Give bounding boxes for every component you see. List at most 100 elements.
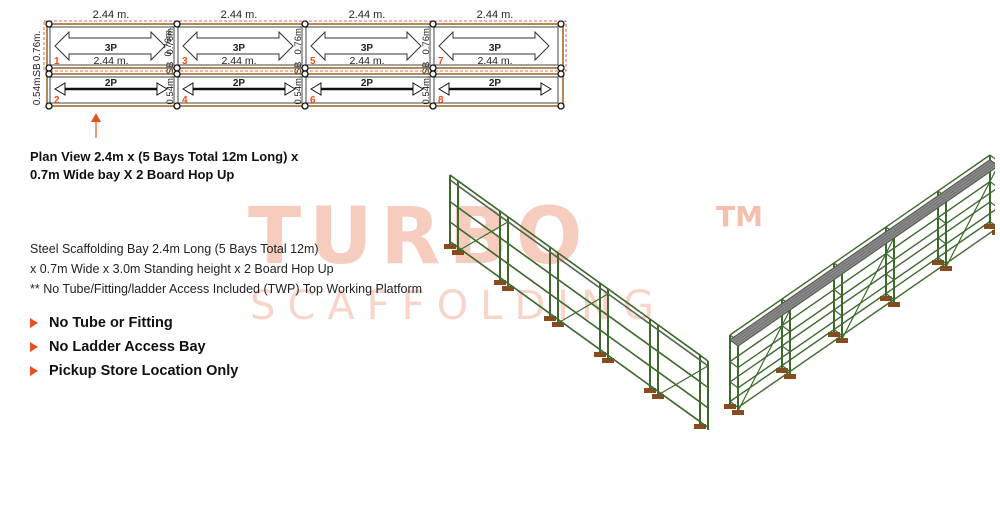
arrow-head-right-icon bbox=[540, 82, 552, 96]
bay-length-label: 2.44 m. bbox=[349, 55, 384, 67]
bay-plank-label: 3P bbox=[361, 43, 374, 54]
standard-node-icon bbox=[301, 20, 309, 28]
standard-node-icon bbox=[173, 70, 181, 78]
bay-cell-bottom bbox=[49, 76, 175, 104]
base-plate bbox=[984, 224, 995, 229]
base-plate bbox=[940, 266, 952, 271]
feature-label: No Ladder Access Bay bbox=[49, 339, 206, 355]
arrow-head-right-icon bbox=[156, 82, 168, 96]
transom-tube bbox=[699, 401, 709, 409]
standard-node-icon bbox=[557, 64, 565, 72]
transom-tube bbox=[649, 318, 659, 326]
bay-width-label: 2.44 m. bbox=[349, 9, 386, 21]
bay-cell-top bbox=[305, 26, 431, 66]
scaffold-3d-illustration bbox=[444, 154, 995, 430]
bay-cell-top bbox=[177, 26, 303, 66]
base-plate bbox=[732, 410, 744, 415]
plan-caption: Plan View 2.4m x (5 Bays Total 12m Long)… bbox=[30, 148, 330, 184]
divider-width-label: 0.54m. bbox=[293, 75, 304, 104]
ledger-tube bbox=[457, 227, 709, 409]
arrow-head-right-icon bbox=[412, 82, 424, 96]
transom-tube bbox=[833, 289, 843, 297]
standard-node-icon bbox=[429, 64, 437, 72]
standard-node-icon bbox=[173, 20, 181, 28]
standard-node-icon bbox=[557, 70, 565, 78]
transom-tube bbox=[599, 309, 609, 317]
ledger-tube bbox=[737, 188, 995, 369]
brace-tube bbox=[737, 309, 791, 412]
bay-length-label: 2.44 m. bbox=[221, 55, 256, 67]
standard-node-icon bbox=[301, 64, 309, 72]
feature-label: Pickup Store Location Only bbox=[49, 363, 239, 379]
transom-tube bbox=[499, 277, 509, 284]
transom-tube bbox=[449, 241, 459, 248]
transom-tube bbox=[885, 293, 895, 300]
transom-tube bbox=[699, 354, 709, 362]
base-plate bbox=[644, 388, 656, 393]
transom-tube bbox=[937, 257, 947, 264]
standard-node-icon bbox=[429, 70, 437, 78]
transom-tube bbox=[937, 237, 947, 245]
divider-sb-label: SB bbox=[293, 62, 304, 75]
ledger-tube bbox=[457, 207, 709, 389]
transom-tube bbox=[649, 385, 659, 392]
double-arrow-icon bbox=[54, 30, 166, 62]
feature-list: No Tube or Fitting No Ladder Access Bay … bbox=[30, 311, 238, 383]
bay-plank-label: 2P bbox=[489, 78, 502, 89]
base-plate bbox=[992, 230, 995, 235]
transom-tube bbox=[549, 313, 559, 320]
bay-number: 7 bbox=[438, 56, 444, 67]
base-plate bbox=[776, 368, 788, 373]
sb-label: SB bbox=[32, 63, 43, 77]
divider-width-label: 0.76m. bbox=[421, 25, 432, 54]
bay-number: 5 bbox=[310, 56, 316, 67]
arrow-head-right-icon bbox=[284, 82, 296, 96]
ledger-tube bbox=[729, 201, 991, 383]
bay-cell-bottom bbox=[433, 76, 559, 104]
base-plate bbox=[828, 332, 840, 337]
transom-tube bbox=[449, 201, 459, 209]
bay-cell-bottom bbox=[177, 76, 303, 104]
transom-tube bbox=[599, 329, 609, 337]
plan-view-diagram: 2.44 m.2.44 m.2.44 m.2.44 m.0.76m.SB0.54… bbox=[32, 9, 567, 138]
transom-tube bbox=[599, 282, 609, 290]
pointer-arrow-icon bbox=[91, 113, 101, 122]
feature-item: No Tube or Fitting bbox=[30, 311, 238, 335]
base-plate bbox=[544, 316, 556, 321]
base-plate bbox=[594, 352, 606, 357]
base-plate bbox=[724, 404, 736, 409]
bay-length-label: 2.44 m. bbox=[93, 55, 128, 67]
divider-sb-label: SB bbox=[421, 62, 432, 75]
feature-item: No Ladder Access Bay bbox=[30, 335, 238, 359]
plank-line bbox=[731, 161, 993, 342]
transom-tube bbox=[781, 365, 791, 372]
standard-node-icon bbox=[557, 20, 565, 28]
transom-tube bbox=[549, 293, 559, 301]
bay-cell-bottom bbox=[305, 76, 431, 104]
transom-tube bbox=[989, 154, 995, 160]
base-plate bbox=[552, 322, 564, 327]
standard-node-icon bbox=[173, 64, 181, 72]
transom-tube bbox=[699, 421, 709, 428]
ledger-tube bbox=[729, 154, 991, 336]
transom-tube bbox=[781, 325, 791, 333]
plank-line bbox=[735, 164, 995, 345]
transom-tube bbox=[729, 401, 739, 408]
bay-plank-label: 2P bbox=[233, 78, 246, 89]
base-plate bbox=[932, 260, 944, 265]
plan-caption-line2: 0.7m Wide bay X 2 Board Hop Up bbox=[30, 167, 235, 182]
brace-tube bbox=[657, 365, 709, 396]
transom-tube bbox=[729, 361, 739, 369]
transom-tube bbox=[937, 217, 947, 225]
transom-tube bbox=[833, 329, 843, 336]
standard-node-icon bbox=[45, 102, 53, 110]
ledger-tube bbox=[729, 220, 991, 403]
double-arrow-icon bbox=[310, 30, 422, 62]
base-plate bbox=[452, 250, 464, 255]
brace-tube bbox=[945, 170, 995, 268]
standard-node-icon bbox=[45, 20, 53, 28]
transom-tube bbox=[649, 345, 659, 353]
arrow-head-left-icon bbox=[438, 82, 450, 96]
base-plate bbox=[502, 286, 514, 291]
feature-label: No Tube or Fitting bbox=[49, 315, 173, 331]
